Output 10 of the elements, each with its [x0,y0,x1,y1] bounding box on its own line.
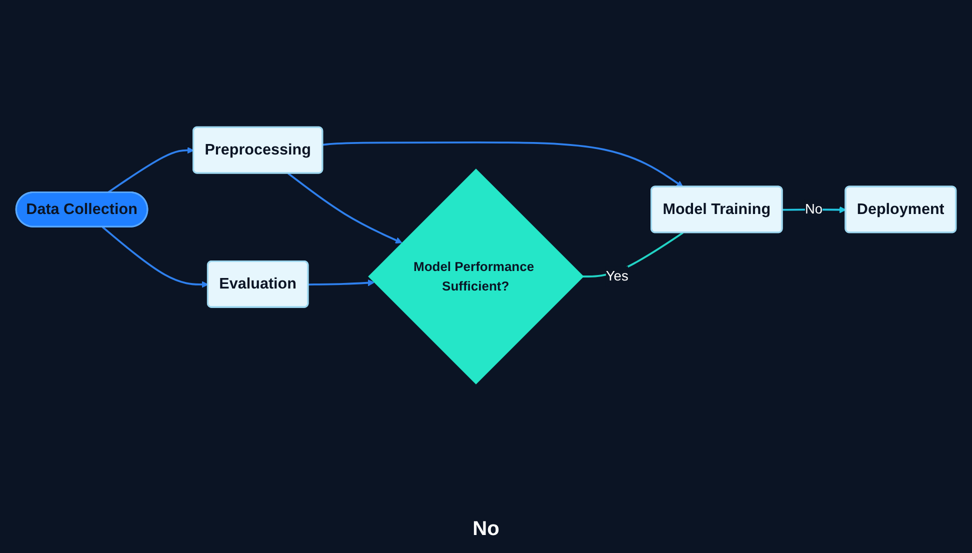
connector [582,231,684,277]
arrow [322,140,684,187]
arrow [102,226,208,288]
edge-label: Yes [606,268,628,284]
branch-label: No [472,518,500,540]
arrow [308,278,374,286]
edge-label: No [804,200,823,216]
arrow [107,146,194,193]
node-diamond: Model Performance Sufficient? [368,168,584,384]
arrow [288,172,402,243]
